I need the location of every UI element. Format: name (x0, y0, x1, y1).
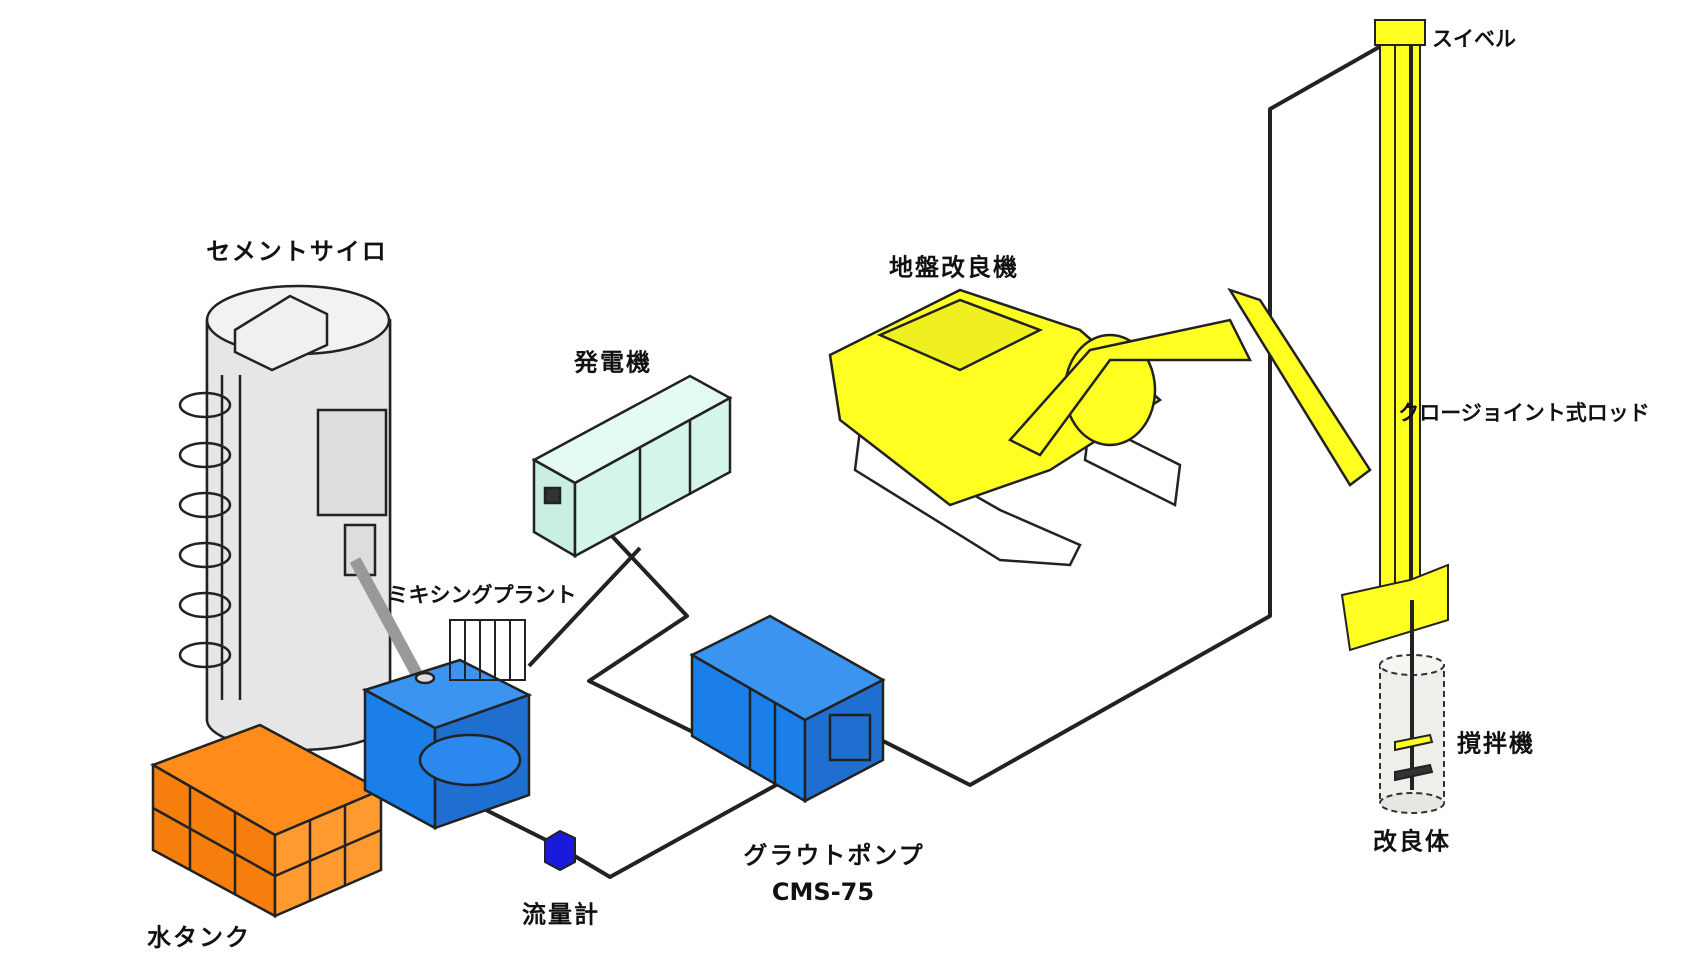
agitator (1394, 650, 1434, 790)
hoses (479, 36, 1396, 879)
mixing-plant (361, 619, 533, 831)
cement-silo (178, 284, 426, 752)
label-grout-pump: グラウトポンプ (743, 841, 925, 870)
label-generator: 発電機 (574, 348, 652, 377)
label-cement-silo: セメントサイロ (206, 237, 388, 266)
label-swivel: スイベル (1432, 27, 1516, 51)
water-tank (150, 723, 384, 919)
label-water-tank: 水タンク (147, 923, 251, 952)
grout-hose-main (882, 36, 1396, 787)
flow-meter (544, 829, 576, 872)
excavator (828, 287, 1372, 567)
label-flow-meter: 流量計 (522, 900, 600, 929)
label-improved-body: 改良体 (1373, 827, 1451, 856)
label-agitator: 撹拌機 (1457, 729, 1535, 758)
label-rod: クロージョイント式ロッド (1398, 401, 1650, 425)
generator-cable-plant (527, 546, 642, 668)
silo-ladder (178, 375, 242, 700)
label-grout-pump-model: CMS-75 (771, 878, 875, 906)
label-mixing-plant: ミキシングプラント (387, 583, 577, 607)
grout-hose-plant-to-pump (479, 772, 797, 879)
leader-mast (1340, 19, 1449, 790)
generator (531, 374, 733, 559)
label-ground-improvement-machine: 地盤改良機 (889, 253, 1019, 282)
grout-pump (689, 614, 886, 804)
